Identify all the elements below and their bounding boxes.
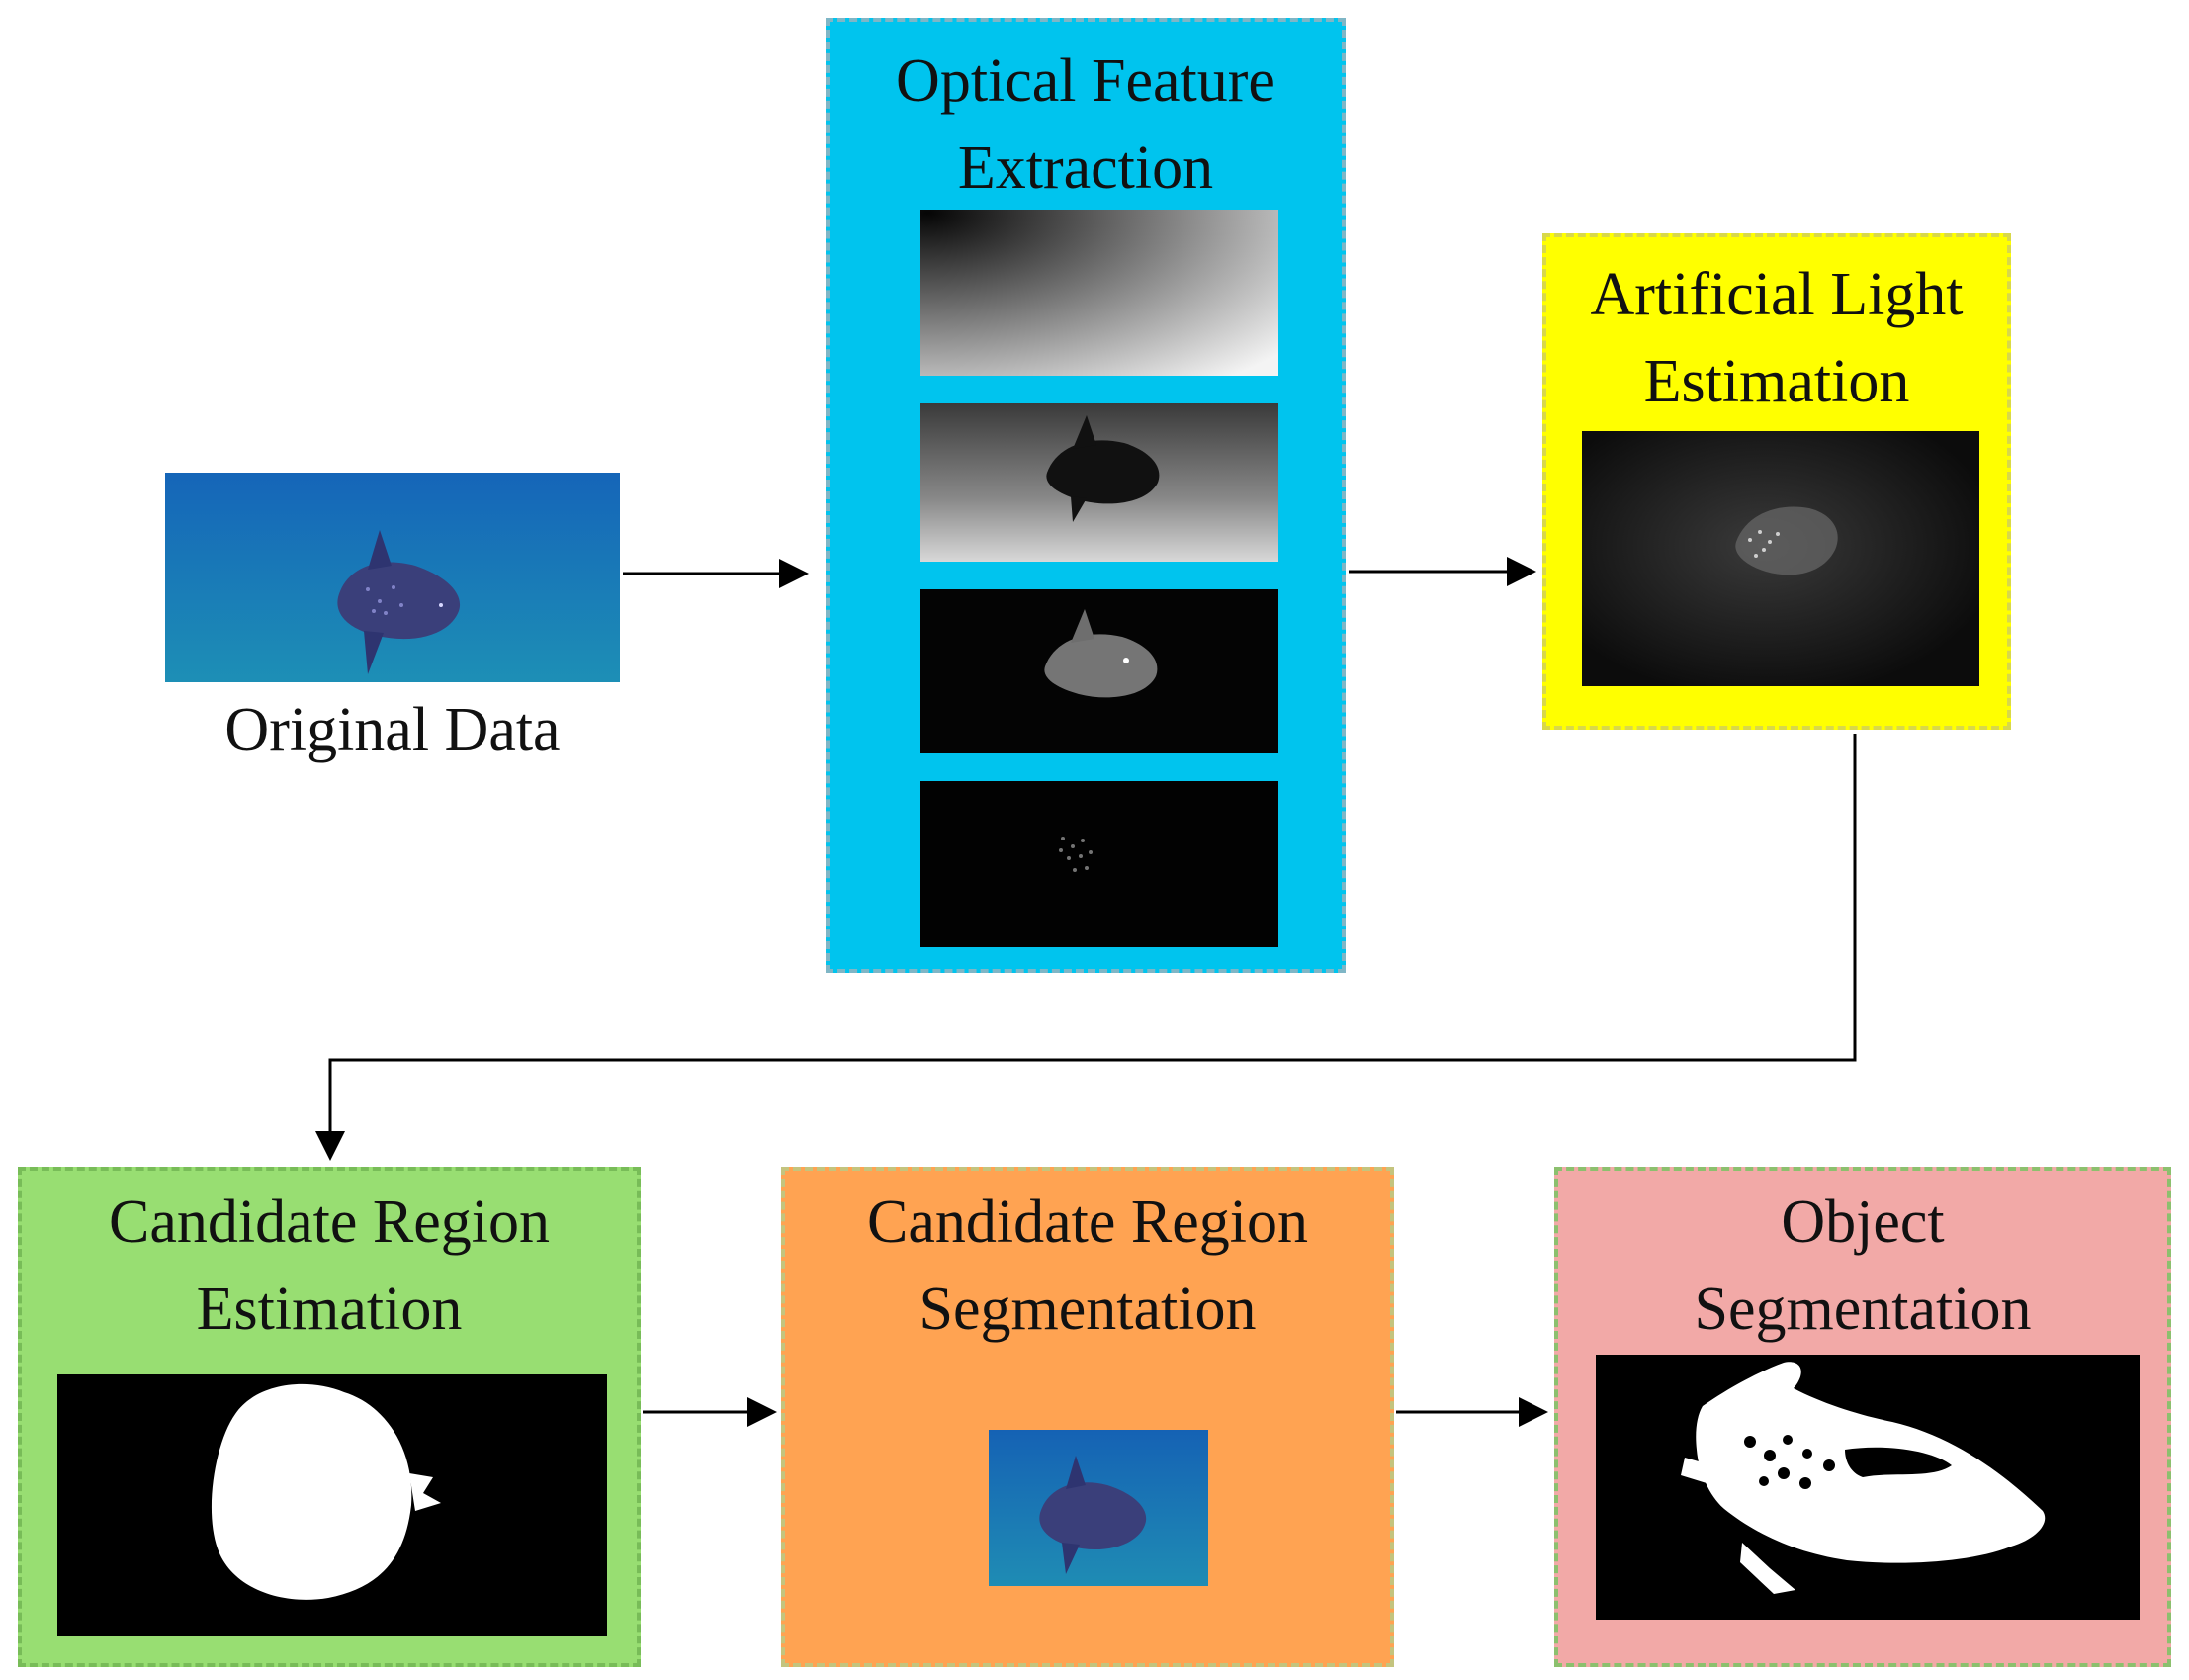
original-fish-photo xyxy=(165,473,620,682)
optical-feature-extraction-title: Optical Feature Extraction xyxy=(896,47,1275,202)
candidate-region-mask-image xyxy=(57,1374,607,1636)
optical-feature-extraction-stage: Optical Feature Extraction xyxy=(826,18,1346,973)
object-mask-image xyxy=(1596,1355,2140,1620)
feature-map-dark-image xyxy=(920,589,1278,753)
feature-map-sparse-image xyxy=(920,781,1278,947)
artificial-light-estimation-stage: Artificial Light Estimation xyxy=(1542,233,2011,730)
feature-map-light-image xyxy=(920,403,1278,562)
object-segmentation-stage: Object Segmentation xyxy=(1554,1167,2171,1667)
candidate-region-segmentation-title: Candidate Region Segmentation xyxy=(867,1189,1308,1343)
candidate-region-estimation-title: Candidate Region Estimation xyxy=(109,1189,550,1343)
candidate-region-estimation-stage: Candidate Region Estimation xyxy=(18,1167,641,1667)
object-segmentation-title: Object Segmentation xyxy=(1694,1189,2032,1343)
artificial-light-estimation-title: Artificial Light Estimation xyxy=(1590,261,1964,415)
artificial-light-image xyxy=(1582,431,1979,686)
candidate-region-segmentation-stage: Candidate Region Segmentation xyxy=(781,1167,1394,1667)
original-data-label: Original Data xyxy=(224,696,561,763)
depth-map-image xyxy=(920,210,1278,376)
candidate-region-crop-image xyxy=(989,1430,1208,1586)
